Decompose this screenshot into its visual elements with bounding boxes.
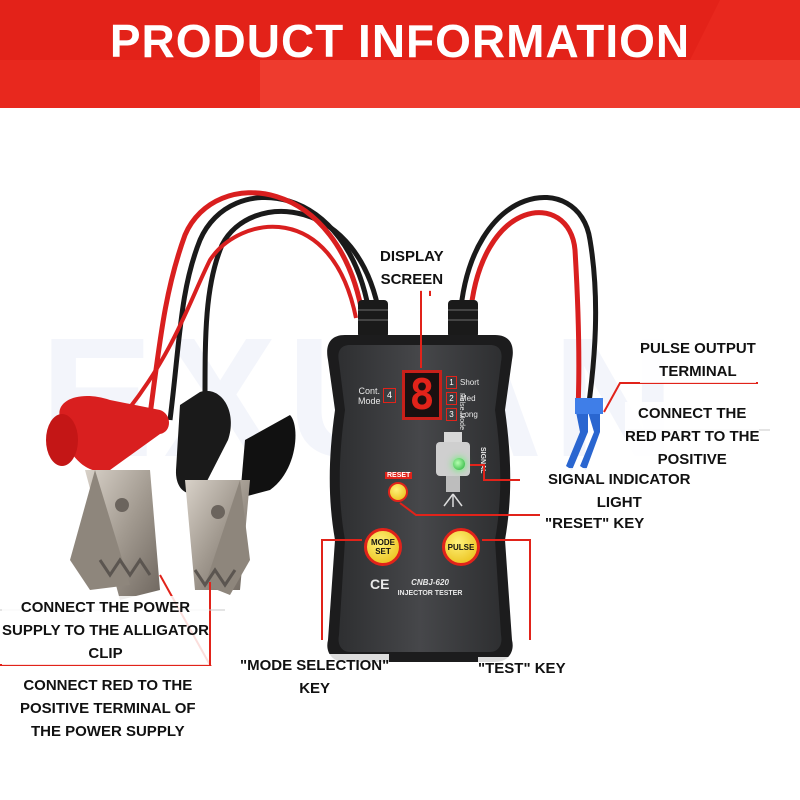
pulse-output-terminals	[566, 398, 603, 470]
callout-connect-red-positive: CONNECT THE RED PART TO THE POSITIVE	[625, 402, 760, 471]
model-number: CNBJ-620	[411, 578, 449, 587]
pulse-mode-title: Pulse Mode	[458, 393, 465, 430]
page-title: PRODUCT INFORMATION	[109, 15, 691, 67]
pulse-mode-long: 3 Long	[446, 406, 479, 422]
pulse-mode-number: 3	[446, 407, 457, 421]
pulse-button[interactable]: PULSE	[442, 528, 480, 566]
pulse-button-label: PULSE	[447, 542, 475, 552]
callout-test-key: "TEST" KEY	[478, 657, 566, 680]
banner-shading	[0, 0, 800, 108]
black-alligator-clip	[175, 390, 296, 595]
pulse-mode-number: 1	[446, 375, 457, 389]
display-digit: 8	[409, 370, 435, 419]
pulse-cable	[457, 194, 599, 411]
pulse-mode-label: Short	[460, 377, 480, 387]
reset-label: RESET	[385, 472, 413, 479]
signal-label: SIGNAL	[479, 447, 486, 474]
strain-reliefs	[358, 300, 478, 338]
callout-mode-selection-key: "MODE SELECTION" KEY	[240, 654, 390, 700]
mode-button-label-1: MODE	[371, 538, 395, 547]
callout-red-positive-terminal: CONNECT RED TO THE POSITIVE TERMINAL OF …	[20, 674, 196, 743]
red-alligator-clip	[46, 396, 169, 600]
reset-button[interactable]	[388, 482, 408, 502]
callout-display-screen: DISPLAY SCREEN	[380, 245, 444, 291]
callout-pulse-output: PULSE OUTPUT TERMINAL	[640, 337, 756, 383]
callout-power-supply-clip: CONNECT THE POWER SUPPLY TO THE ALLIGATO…	[2, 596, 209, 665]
ce-mark: CE	[370, 576, 390, 592]
display-screen	[402, 370, 442, 420]
pulse-mode-short: 1 Short	[446, 374, 479, 390]
callout-reset-key: "RESET" KEY	[545, 512, 645, 535]
device-name: INJECTOR TESTER	[397, 590, 463, 597]
pulse-mode-label: Long	[460, 409, 478, 419]
tester-device	[327, 335, 513, 662]
pulse-mode-label: Med	[460, 393, 476, 403]
signal-indicator-light	[453, 458, 465, 470]
mode-set-button[interactable]: MODE SET	[364, 528, 402, 566]
pulse-mode-med: 2 Med	[446, 390, 479, 406]
mode-button-label-2: SET	[375, 547, 391, 556]
power-cable	[126, 190, 383, 421]
cont-mode-label: Cont. Mode	[358, 386, 381, 406]
pulse-mode-list: 1 Short 2 Med 3 Long	[446, 374, 479, 422]
cont-mode-number: 4	[383, 388, 396, 403]
callout-signal-indicator: SIGNAL INDICATOR LIGHT	[548, 468, 691, 514]
pulse-mode-number: 2	[446, 391, 457, 405]
